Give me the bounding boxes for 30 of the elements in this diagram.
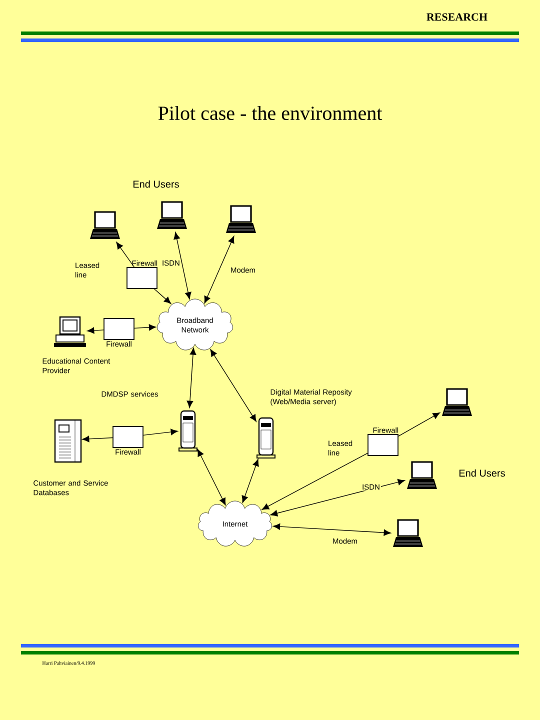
arrow <box>272 523 391 536</box>
arrow <box>116 242 135 268</box>
arrow <box>242 459 259 503</box>
server-icon <box>256 417 276 458</box>
arrow <box>143 428 178 436</box>
arrow <box>134 324 156 331</box>
arrow <box>186 348 196 408</box>
arrow <box>210 349 256 422</box>
laptop-icon <box>90 211 120 239</box>
arrow <box>174 232 192 300</box>
server-icon <box>54 419 82 463</box>
computer-icon <box>54 316 86 347</box>
laptop-icon <box>393 519 423 547</box>
arrow <box>270 478 405 516</box>
server-icon <box>178 410 198 452</box>
arrow <box>262 452 368 510</box>
arrow <box>87 327 104 334</box>
laptop-icon <box>226 205 256 233</box>
group-label: End Users <box>133 180 179 188</box>
laptop-icon <box>407 461 437 489</box>
arrow <box>398 412 440 437</box>
title: Pilot case - the environment <box>158 106 382 120</box>
laptop-icon <box>157 201 187 229</box>
arrow <box>82 436 113 442</box>
group-label: End Users <box>459 469 505 477</box>
laptop-icon <box>442 388 472 416</box>
arrow <box>154 288 172 304</box>
header-text: RESEARCH <box>426 13 488 21</box>
arrow <box>197 449 226 506</box>
arrow <box>204 236 234 304</box>
